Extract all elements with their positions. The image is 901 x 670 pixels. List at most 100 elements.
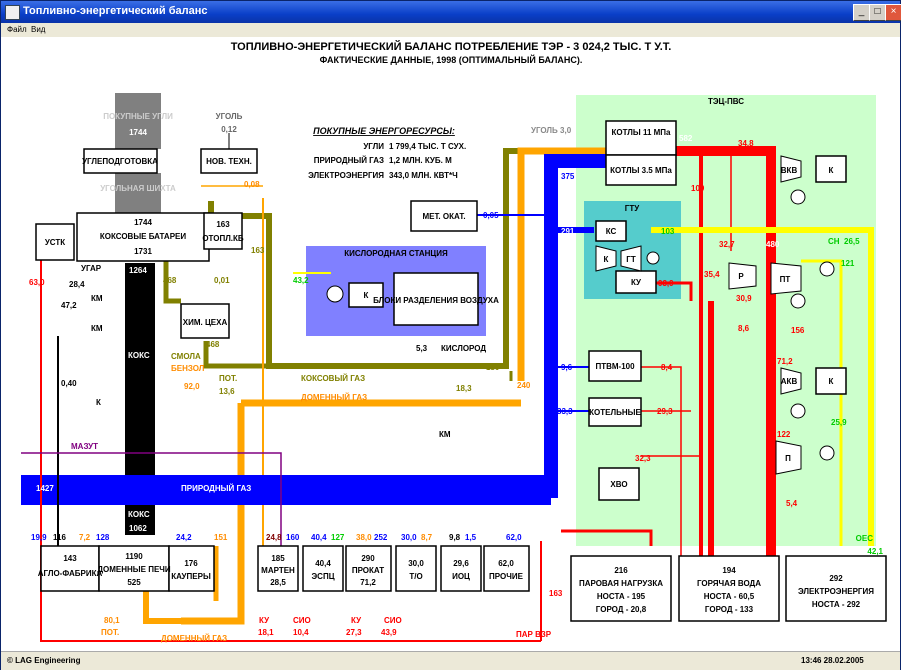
val-163: 163 [251,246,265,255]
blast-gas-label: ДОМЕННЫЙ ГАЗ [301,393,367,402]
diagram-subtitle: ФАКТИЧЕСКИЕ ДАННЫЕ, 1998 (ОПТИМАЛЬНЫЙ БА… [320,54,583,65]
coke-gas-to-chem [163,246,181,304]
purchased-elec-name: ЭЛЕКТРОЭНЕРГИЯ [308,171,384,180]
box-heat-kb [203,212,243,250]
val-801: 80,1 [104,616,120,625]
chem-gas-line [203,341,269,369]
purchased-gas-name: ПРИРОДНЫЙ ГАЗ [314,156,384,165]
window-title: Топливно-энергетический баланс [23,5,208,17]
km-label-1: КМ [91,294,103,303]
p-label: П [785,454,791,463]
purchased-gas-value: 1,2 МЛН. КУБ. М [389,156,452,165]
menu-file[interactable]: Файл [7,25,27,34]
ku-out-label: КУ [259,616,270,625]
akv-compressor [780,367,802,395]
kaupery-value: 176 [184,559,198,568]
box-ptvm [588,350,642,382]
box-chem [180,303,230,339]
close-button[interactable]: × [885,4,901,21]
ku-steam [656,281,693,301]
ugar-label: УГАР [81,264,102,273]
gtu-k-label: К [604,255,609,264]
ku-out-label-2: КУ [351,616,362,625]
val-293: 29,3 [657,407,673,416]
sio-label-2: СИО [384,616,402,625]
tec-title: ТЭЦ-ПВС [708,97,744,106]
box-kaupery [168,545,215,592]
steam-to-ustk [40,246,541,642]
val-103: 103 [661,227,675,236]
box-electricity [785,555,887,622]
val-309: 30,9 [736,294,752,303]
coal-label: УГОЛЬ [216,112,243,121]
val-323: 32,3 [635,454,651,463]
coke-column-lower [125,505,155,535]
akv-label: АКВ [781,377,798,386]
steam-load-l1: НОСТА - 195 [597,592,646,601]
purchased-coal-value: 1 799,4 ТЫС. Т СУХ. [389,142,466,151]
datetime-label: 13:46 28.02.2005 [801,656,864,665]
output-181: 18,1 [258,628,274,637]
val-96: 9,6 [561,363,573,372]
boilers-label: КОТЕЛЬНЫЕ [589,408,641,417]
electricity-l1: НОСТА - 292 [812,600,861,609]
input-15: 1,5 [465,533,477,542]
val-468b: 468 [206,340,220,349]
k-label: К [96,398,101,407]
hvo-label: ХВО [610,480,627,489]
menu-view[interactable]: Вид [31,25,46,34]
air-sep-label: БЛОКИ РАЗДЕЛЕНИЯ ВОЗДУХА [373,296,499,305]
r-generator [790,293,806,309]
prokat-label: ПРОКАТ [352,566,384,575]
minimize-button[interactable]: _ [853,4,870,21]
blast-furnace-value: 1190 [125,552,143,561]
val-86: 8,6 [738,324,750,333]
val-180: 180 [486,363,500,372]
pt-generator [819,261,835,277]
to-label: Т/О [409,572,422,581]
val-327: 32,7 [719,240,735,249]
val-712: 71,2 [777,357,793,366]
val-354: 35,4 [704,270,720,279]
ks-label: КС [606,227,617,236]
val-54: 5,4 [786,499,798,508]
val-333: 33,3 [557,407,573,416]
val-1264: 1264 [129,266,147,275]
input-160: 160 [286,533,300,542]
input-87: 8,7 [421,533,433,542]
maximize-button[interactable]: □ [869,4,886,21]
vkv-k-label: К [829,166,834,175]
prokat-value: 290 [361,554,375,563]
ptvm-to-hot [641,366,682,556]
natural-gas-band [21,475,551,505]
pot-label: ПОТ. [219,374,237,383]
box-boilers [588,397,642,427]
blast-gas-label-2: ДОМЕННЫЙ ГАЗ [161,634,227,643]
akv-motor [790,403,806,419]
company-label: © LAG Engineering [7,656,81,665]
mazut-label: МАЗУТ [71,442,98,451]
gtu-compressor [595,245,617,272]
electric-main [651,227,874,546]
oxygen-out-label: КИСЛОРОД [441,344,486,353]
val-122: 122 [777,430,791,439]
val-183: 18,3 [456,384,472,393]
gtu-turbine [620,245,642,272]
val-136: 13,6 [219,387,235,396]
coke-column [125,263,155,475]
pt-turbine [770,262,802,295]
box-boiler11 [605,120,677,156]
sn-label: СН [828,237,840,246]
marten-extra: 28,5 [270,578,286,587]
val-121: 121 [841,259,855,268]
vkv-compressor [780,155,802,183]
purchased-title: ПОКУПНЫЕ ЭНЕРГОРЕСУРСЫ: [313,126,455,136]
vkv-motor [790,189,806,205]
steam-load-value: 216 [614,566,628,575]
p-turbine [775,440,802,475]
val-1427: 1427 [36,484,54,493]
koks-label-2: КОКС [128,510,150,519]
box-hvo [598,467,640,501]
natural-gas-label: ПРИРОДНЫЙ ГАЗ [181,484,251,493]
